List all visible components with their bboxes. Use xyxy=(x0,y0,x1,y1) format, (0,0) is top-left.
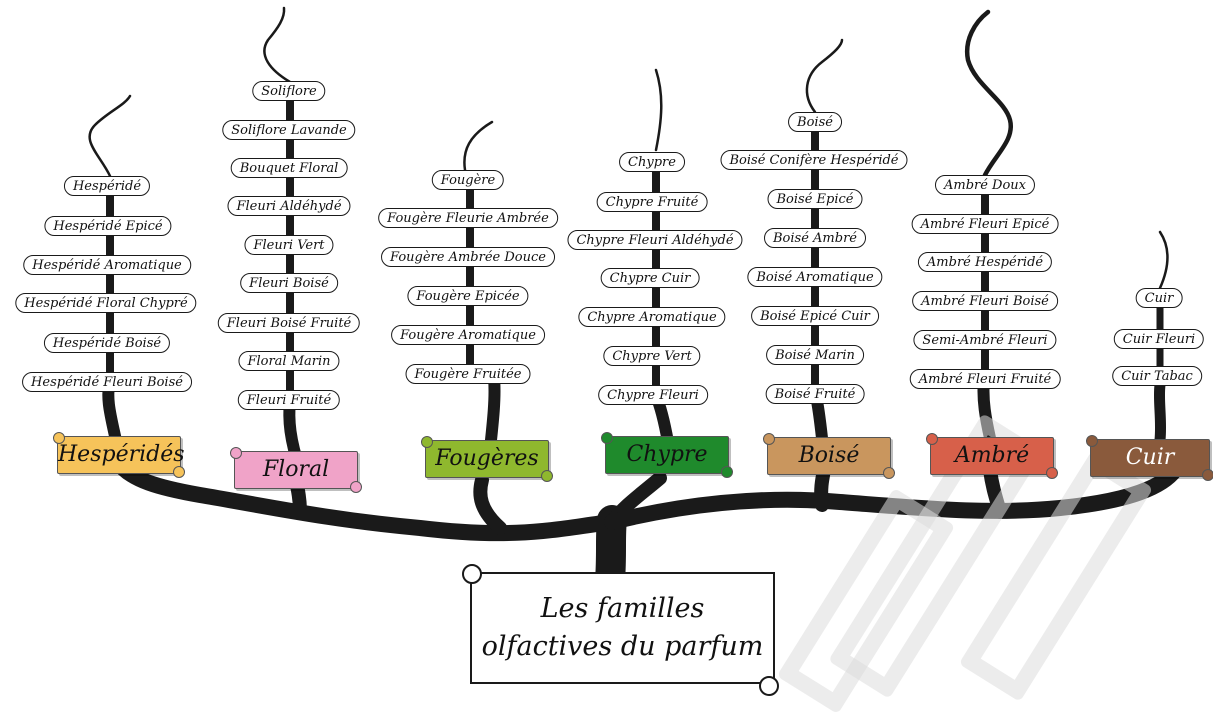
family-banner-chypre: Chypre xyxy=(601,432,733,478)
root-title-line-1: Les familles xyxy=(540,593,705,624)
subfamily-soliflore-lavande: Soliflore Lavande xyxy=(222,120,356,140)
subfamily-chypre-fleuri-aldehyde: Chypre Fleuri Aldéhydé xyxy=(567,230,743,250)
subfamily-fougere-fruitee: Fougère Fruitée xyxy=(405,364,531,384)
subfamily-bouquet-floral: Bouquet Floral xyxy=(230,158,348,178)
subfamily-chypre-cuir: Chypre Cuir xyxy=(600,268,700,288)
subfamily-semi-ambre-fleuri: Semi-Ambré Fleuri xyxy=(913,330,1057,350)
subfamily-hesperide-boise: Hespéridé Boisé xyxy=(43,333,171,353)
scroll-curl-top-left xyxy=(462,564,482,584)
subfamily-chypre-aromatique: Chypre Aromatique xyxy=(578,307,726,327)
subfamily-cuir-tabac: Cuir Tabac xyxy=(1112,366,1202,386)
subfamily-boise-aromatique: Boisé Aromatique xyxy=(747,267,883,287)
subfamily-ambre-fleuri-fruite: Ambré Fleuri Fruité xyxy=(909,369,1061,389)
family-banner-fougeres: Fougères xyxy=(421,436,553,482)
subfamily-boise-epice: Boisé Epicé xyxy=(767,189,863,209)
root-title-line-2: olfactives du parfum xyxy=(481,631,764,662)
subfamily-fleuri-fruite: Fleuri Fruité xyxy=(237,390,341,410)
subfamily-hesperide-epice: Hespéridé Epicé xyxy=(44,216,172,236)
subfamily-hesperide-aromatique: Hespéridé Aromatique xyxy=(23,255,191,275)
subfamily-fougere: Fougère xyxy=(431,170,505,190)
subfamily-hesperide: Hespéridé xyxy=(63,176,151,196)
subfamily-fougere-ambree-douce: Fougère Ambrée Douce xyxy=(381,247,555,267)
branch-boise-base xyxy=(814,463,831,512)
subfamily-fleuri-boise-fruite: Fleuri Boisé Fruité xyxy=(217,313,361,333)
subfamily-floral-marin: Floral Marin xyxy=(238,351,340,371)
subfamily-boise-ambre: Boisé Ambré xyxy=(764,228,866,248)
subfamily-ambre-fleuri-boise: Ambré Fleuri Boisé xyxy=(912,291,1058,311)
subfamily-boise-conifere-hesperide: Boisé Conifère Hespéridé xyxy=(720,150,908,170)
family-banner-cuir: Cuir xyxy=(1086,435,1213,481)
family-banner-hesperides: Hespéridés xyxy=(53,432,185,478)
family-banner-floral: Floral xyxy=(230,447,362,493)
subfamily-cuir: Cuir xyxy=(1135,288,1183,308)
branch-right-main xyxy=(604,462,1183,530)
subfamily-fleuri-boise: Fleuri Boisé xyxy=(240,273,338,293)
subfamily-chypre-fruite: Chypre Fruité xyxy=(596,192,708,212)
subfamily-hesperide-floral-chypre: Hespéridé Floral Chypré xyxy=(15,293,197,313)
subfamily-boise-marin: Boisé Marin xyxy=(766,345,864,365)
scroll-curl-bottom-right xyxy=(759,676,779,696)
subfamily-ambre-fleuri-epice: Ambré Fleuri Epicé xyxy=(911,214,1059,234)
subfamily-chypre-fleuri: Chypre Fleuri xyxy=(598,385,708,405)
subfamily-hesperide-fleuri-boise: Hespéridé Fleuri Boisé xyxy=(22,372,192,392)
subfamily-ambre-hesperide: Ambré Hespéridé xyxy=(917,252,1053,272)
subfamily-fougere-epicee: Fougère Epicée xyxy=(407,286,529,306)
subfamily-boise-fruite: Boisé Fruité xyxy=(765,384,865,404)
subfamily-chypre: Chypre xyxy=(619,152,685,172)
subfamily-fougere-aromatique: Fougère Aromatique xyxy=(391,325,545,345)
branch-left-main xyxy=(110,454,620,542)
branch-ambre-base xyxy=(983,463,1007,519)
subfamily-fleuri-vert: Fleuri Vert xyxy=(244,235,334,255)
family-banner-boise: Boisé xyxy=(763,433,895,479)
subfamily-chypre-vert: Chypre Vert xyxy=(603,346,701,366)
subfamily-boise: Boisé xyxy=(788,112,842,132)
root-title-scroll: Les familles olfactives du parfum xyxy=(470,572,775,684)
subfamily-ambre-doux: Ambré Doux xyxy=(934,175,1036,195)
subfamily-boise-epice-cuir: Boisé Epicé Cuir xyxy=(751,306,879,326)
subfamily-fougere-fleurie-ambree: Fougère Fleurie Ambrée xyxy=(378,208,558,228)
family-banner-ambre: Ambré xyxy=(926,433,1058,479)
subfamily-fleuri-aldehyde: Fleuri Aldéhydé xyxy=(227,196,351,216)
branch-fougere-base xyxy=(473,473,507,535)
subfamily-cuir-fleuri: Cuir Fleuri xyxy=(1113,329,1205,349)
subfamily-soliflore: Soliflore xyxy=(252,81,326,101)
